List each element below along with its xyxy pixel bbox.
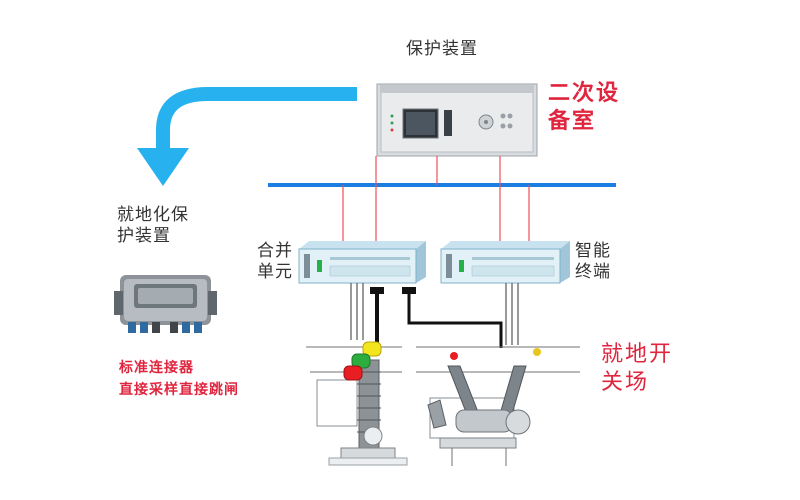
field-cables [350, 283, 519, 352]
breaker-caps [343, 341, 541, 381]
protection-device-label: 保护装置 [406, 39, 478, 59]
merging-unit-label: 合并 单元 [257, 241, 293, 283]
switchgear-drawing [306, 346, 580, 466]
local-protection-device-icon [114, 275, 217, 333]
connector-note-line1: 标准连接器 [119, 360, 194, 376]
flow-arrow [137, 87, 357, 186]
smart-terminal-icon [440, 241, 570, 284]
local-switchyard-label: 就地开 关场 [601, 342, 674, 395]
local-protection-label: 就地化保 护装置 [117, 205, 189, 247]
signal-lines [342, 156, 530, 247]
protection-device-icon [376, 83, 538, 157]
merging-unit-icon [298, 241, 426, 284]
secondary-equipment-room-label: 二次设 备室 [548, 81, 621, 134]
connector-note-line2: 直接采样直接跳闸 [119, 382, 239, 398]
smart-terminal-label: 智能 终端 [575, 241, 611, 283]
